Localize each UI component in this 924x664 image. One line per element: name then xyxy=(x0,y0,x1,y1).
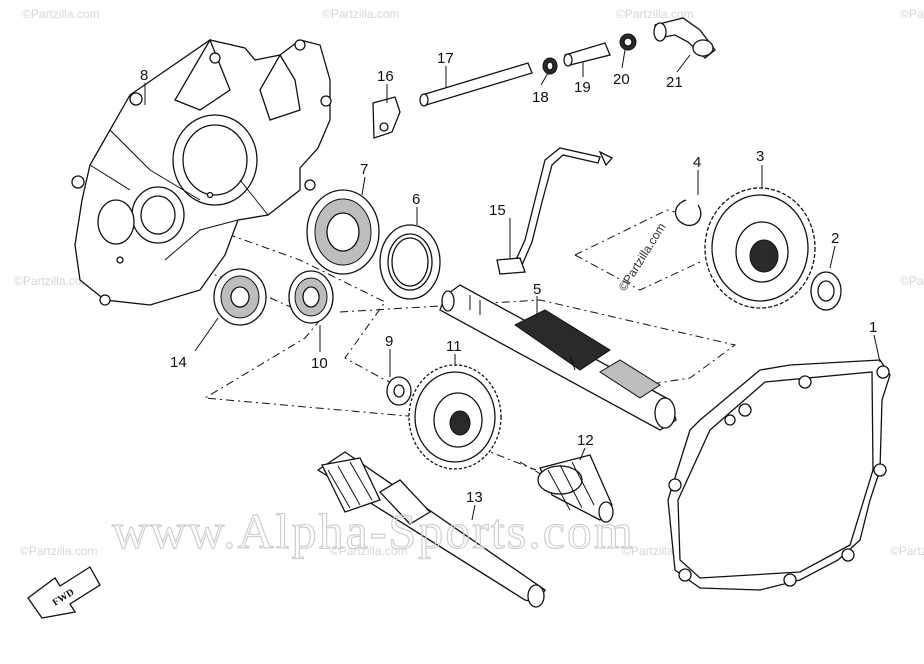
part-bearing-10 xyxy=(288,270,334,324)
leader-lines xyxy=(144,49,881,521)
callout-17: 17 xyxy=(437,50,454,67)
part-washer-9 xyxy=(386,376,412,406)
background-watermarks: ©Partzilla.com ©Partzilla.com ©Partzilla… xyxy=(14,7,924,558)
callout-18: 18 xyxy=(532,89,549,106)
watermark-small: ©Partzilla.com xyxy=(22,7,100,21)
part-crankcase-cover xyxy=(71,38,332,306)
callout-15: 15 xyxy=(489,202,506,219)
callout-4: 4 xyxy=(693,154,701,171)
callout-16: 16 xyxy=(377,68,394,85)
part-clip-18 xyxy=(542,57,558,75)
part-shaft-5 xyxy=(439,284,677,431)
watermark-small: ©Partzilla.com xyxy=(14,274,92,288)
part-circlip-4 xyxy=(674,199,702,227)
part-shaft-13 xyxy=(316,451,546,608)
callout-labels: 1 2 3 4 5 6 7 8 9 10 11 12 13 14 15 16 1… xyxy=(140,50,877,506)
callout-9: 9 xyxy=(385,333,393,350)
watermark-small: ©Partzilla.com xyxy=(616,7,694,21)
fwd-arrow: FWD xyxy=(27,566,101,619)
watermark-small: ©Partzilla.com xyxy=(322,7,400,21)
callout-14: 14 xyxy=(170,354,187,371)
callout-10: 10 xyxy=(311,355,328,372)
callout-13: 13 xyxy=(466,489,483,506)
callout-12: 12 xyxy=(577,432,594,449)
part-elbow-21 xyxy=(653,17,716,59)
part-fitting-19 xyxy=(563,42,611,67)
part-bearing-14 xyxy=(213,268,267,326)
callout-2: 2 xyxy=(831,230,839,247)
part-gear-3 xyxy=(704,187,816,309)
part-rod-17 xyxy=(419,62,533,107)
callout-8: 8 xyxy=(140,67,148,84)
callout-5: 5 xyxy=(533,281,541,298)
part-bearing-7 xyxy=(306,189,380,275)
part-gear-12 xyxy=(537,454,614,523)
part-washer-2 xyxy=(810,271,842,311)
watermark-main: www.Alpha-Sports.com xyxy=(112,503,635,559)
watermark-small: ©Partzilla.com xyxy=(900,274,924,288)
watermark-small: ©Partzilla.com xyxy=(900,7,924,21)
watermark-small: ©Partzilla.com xyxy=(20,544,98,558)
callout-20: 20 xyxy=(613,71,630,88)
part-gear-11 xyxy=(408,364,502,470)
watermark-small: ©Partzilla.com xyxy=(890,544,924,558)
callout-3: 3 xyxy=(756,148,764,165)
callout-21: 21 xyxy=(666,74,683,91)
callout-6: 6 xyxy=(412,191,420,208)
part-oil-seal-6 xyxy=(379,224,441,300)
part-gasket-1 xyxy=(667,359,891,591)
callout-11: 11 xyxy=(446,338,462,355)
part-tube-15 xyxy=(496,147,614,275)
part-clip-20 xyxy=(619,33,637,51)
callout-1: 1 xyxy=(869,319,877,336)
callout-7: 7 xyxy=(360,161,368,178)
watermark-small: ©Partzilla.com xyxy=(330,544,408,558)
part-bracket-16 xyxy=(372,96,401,139)
callout-19: 19 xyxy=(574,79,591,96)
